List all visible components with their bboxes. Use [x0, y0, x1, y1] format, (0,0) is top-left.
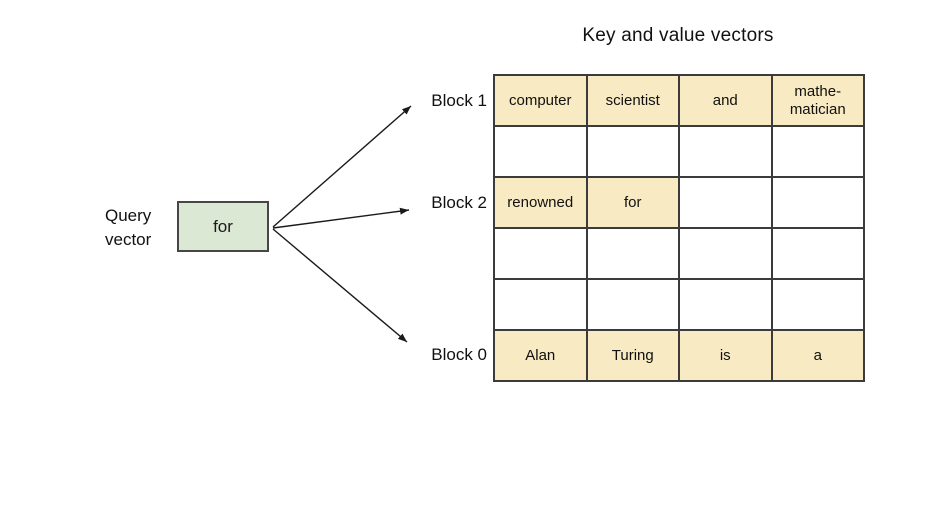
arrow-to-block-2	[272, 207, 410, 229]
table-cell	[493, 125, 588, 178]
table-cell: mathe- matician	[770, 74, 865, 127]
table-row	[493, 125, 865, 178]
table-cell: for	[585, 176, 680, 229]
query-vector-label-line2: vector	[105, 230, 152, 249]
table-cell: Alan	[493, 329, 588, 382]
diagram-title: Key and value vectors	[582, 25, 774, 46]
query-vector-label-line1: Query	[105, 206, 152, 225]
arrow-to-block-0	[272, 228, 408, 343]
table-cell: renowned	[493, 176, 588, 229]
table-cell: is	[678, 329, 773, 382]
table-cell	[770, 227, 865, 280]
table-cell	[585, 125, 680, 178]
table-cell	[678, 125, 773, 178]
query-vector-label: Query vector	[105, 204, 151, 252]
table-row	[493, 227, 865, 280]
block-1-label: Block 1	[431, 91, 487, 110]
table-row	[493, 278, 865, 331]
table-cell: scientist	[585, 74, 680, 127]
table-cell: computer	[493, 74, 588, 127]
table-cell	[678, 227, 773, 280]
table-cell	[770, 176, 865, 229]
table-cell	[493, 278, 588, 331]
table-cell	[585, 227, 680, 280]
table-cell: a	[770, 329, 865, 382]
query-vector-box: for	[177, 201, 269, 252]
arrow-to-block-1	[272, 105, 412, 228]
table-cell	[585, 278, 680, 331]
query-vector-value: for	[213, 216, 233, 236]
table-cell	[678, 176, 773, 229]
table-cell	[770, 278, 865, 331]
table-cell	[493, 227, 588, 280]
table-cell: and	[678, 74, 773, 127]
table-cell	[770, 125, 865, 178]
table-cell: Turing	[585, 329, 680, 382]
block-0-label: Block 0	[431, 345, 487, 364]
table-cell	[678, 278, 773, 331]
block-2-label: Block 2	[431, 193, 487, 212]
